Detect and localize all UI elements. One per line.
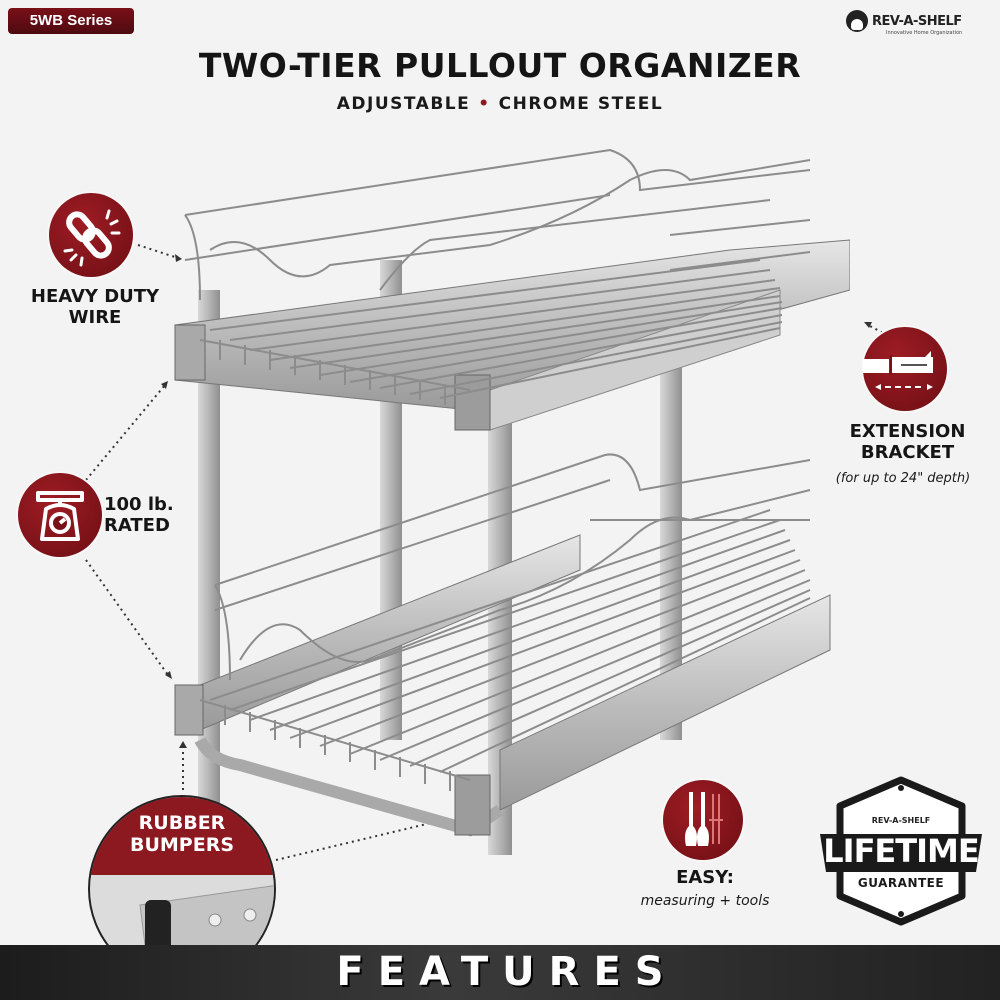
footer-label: FEATURES	[336, 949, 678, 995]
bracket-extension-icon	[863, 351, 933, 390]
guarantee-brand: REV-A-SHELF	[871, 816, 931, 825]
chain-link-icon	[63, 209, 121, 267]
easy-install-badge	[663, 780, 743, 860]
rubber-bumpers-line1: RUBBER	[138, 812, 226, 834]
scale-icon	[36, 491, 84, 541]
extension-bracket-badge	[863, 327, 947, 411]
series-badge: 5WB Series	[8, 8, 134, 34]
weight-rating-badge	[18, 473, 102, 557]
lifetime-guarantee-badge: REV-A-SHELF LIFETIME GUARANTEE	[812, 776, 990, 926]
tools-icon	[685, 792, 723, 846]
weight-rating-line1: 100 lb.	[104, 494, 174, 515]
page-subtitle: ADJUSTABLE • CHROME STEEL	[0, 94, 1000, 114]
heavy-duty-wire-line2: WIRE	[68, 306, 122, 328]
weight-rating-label: 100 lb. RATED	[104, 494, 194, 536]
page-title: TWO-TIER PULLOUT ORGANIZER	[198, 46, 802, 85]
guarantee-headline: LIFETIME	[823, 832, 979, 870]
rubber-bumpers-label: RUBBER BUMPERS	[90, 812, 274, 857]
easy-install-note: measuring + tools	[640, 893, 770, 909]
brand-mark-icon	[846, 10, 868, 32]
subtitle-chrome-steel: CHROME STEEL	[498, 94, 664, 114]
heavy-duty-wire-label: HEAVY DUTY WIRE	[10, 286, 180, 328]
extension-bracket-label: EXTENSION BRACKET	[820, 421, 995, 463]
guarantee-hexagon-icon	[820, 776, 982, 926]
extension-bracket-line1: EXTENSION	[849, 421, 966, 442]
subtitle-adjustable: ADJUSTABLE	[336, 94, 471, 114]
brand-logo: REV-A-SHELF Innovative Home Organization	[846, 8, 992, 36]
weight-rating-line2: RATED	[104, 514, 170, 536]
extension-bracket-note: (for up to 24" depth)	[835, 471, 971, 486]
brand-name: REV-A-SHELF	[872, 13, 962, 29]
footer-bar	[0, 945, 1000, 1000]
heavy-duty-wire-badge	[49, 193, 133, 277]
guarantee-subline: GUARANTEE	[857, 876, 945, 890]
extension-bracket-line2: BRACKET	[860, 441, 955, 463]
heavy-duty-wire-line1: HEAVY DUTY	[30, 286, 160, 307]
rubber-bumpers-header	[90, 797, 274, 875]
pullout-organizer-illustration	[174, 148, 850, 855]
rubber-bumpers-line2: BUMPERS	[129, 833, 235, 856]
easy-install-label: EASY:	[676, 867, 734, 888]
brand-tagline: Innovative Home Organization	[886, 30, 963, 36]
subtitle-separator: •	[478, 94, 491, 114]
